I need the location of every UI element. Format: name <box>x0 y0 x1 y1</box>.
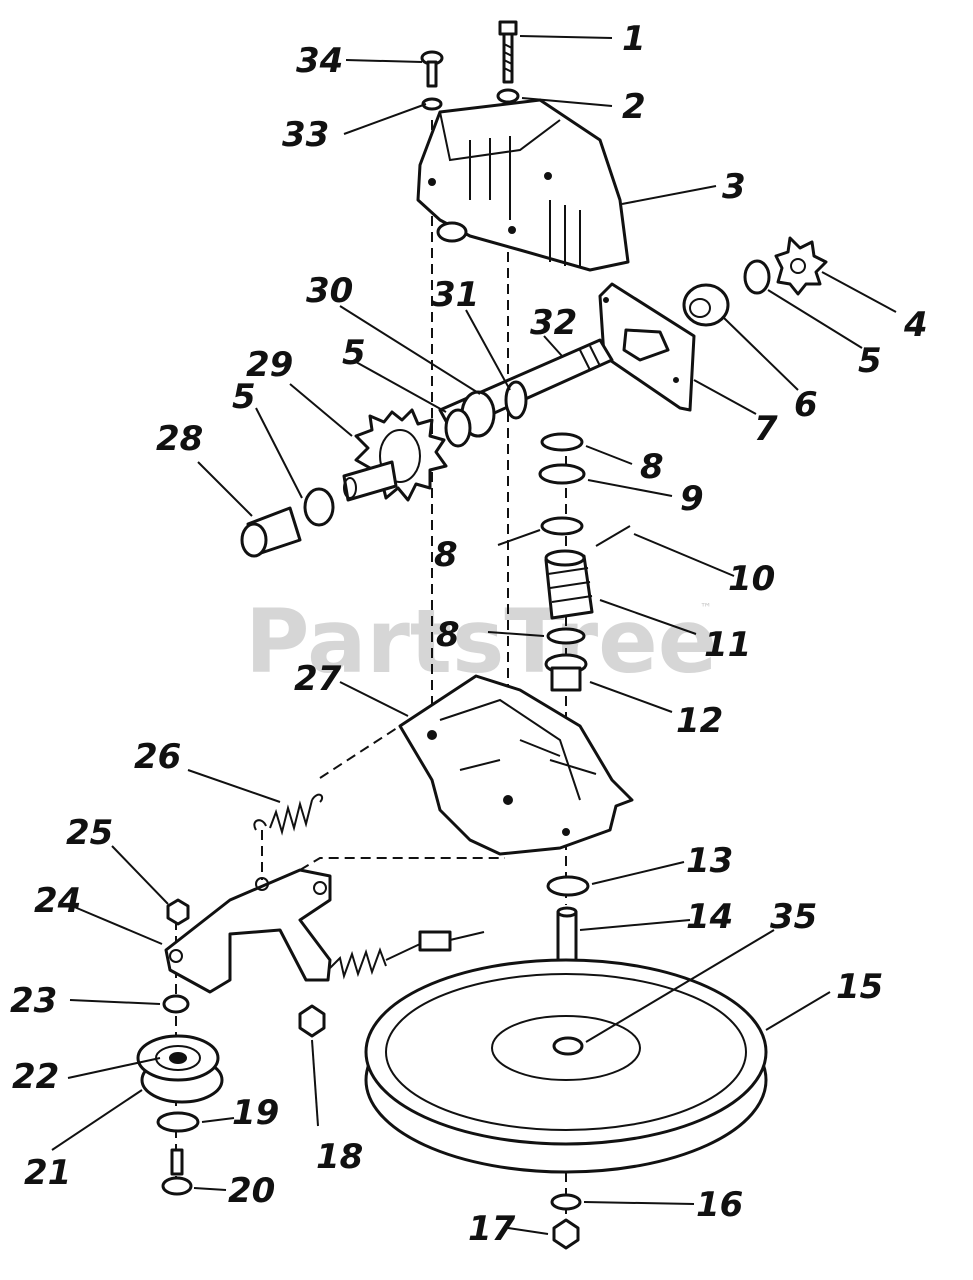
callout-29: 29 <box>246 345 293 385</box>
callout-8-bottom: 8 <box>436 615 460 655</box>
washer-part-2 <box>496 88 520 104</box>
hub-shaft <box>342 460 398 502</box>
upper-housing-part-3 <box>416 98 630 272</box>
washer-part-8-top <box>540 432 584 452</box>
leader-lines <box>51 35 897 1235</box>
callout-31: 31 <box>432 275 479 315</box>
washer-part-5-middle <box>444 408 472 448</box>
callout-17: 17 <box>468 1209 516 1249</box>
cable-spring <box>329 930 485 980</box>
bushing-part-28 <box>240 506 302 558</box>
lower-housing-part-27 <box>398 674 634 856</box>
callout-35: 35 <box>770 897 817 937</box>
worm-gear-part-11 <box>544 549 594 620</box>
washer-part-33 <box>421 97 443 111</box>
callout-10: 10 <box>728 559 775 599</box>
lock-washer-part-9 <box>538 463 586 485</box>
bearing-part-13 <box>546 875 590 897</box>
callout-6: 6 <box>794 385 818 425</box>
callout-labels: 1 2 3 4 5 6 7 8 9 8 10 11 8 12 13 14 35 … <box>10 19 928 1249</box>
callout-1: 1 <box>622 19 646 59</box>
watermark: PartsTree <box>245 590 717 693</box>
callout-27: 27 <box>294 659 342 699</box>
shoulder-bolt-part-20 <box>161 1148 193 1196</box>
watermark-trademark: ™ <box>700 601 712 615</box>
callout-8-middle: 8 <box>434 535 458 575</box>
callout-4: 4 <box>903 305 928 345</box>
idler-arm-part-24 <box>164 868 332 994</box>
callout-33: 33 <box>282 115 329 155</box>
callout-18: 18 <box>316 1137 363 1177</box>
callout-9: 9 <box>680 479 704 519</box>
callout-13: 13 <box>686 841 733 881</box>
pin-part-10 <box>595 525 631 547</box>
sprocket-part-4 <box>774 236 828 296</box>
callout-2: 2 <box>622 87 646 127</box>
callout-8-top: 8 <box>640 447 664 487</box>
callout-24: 24 <box>34 881 81 921</box>
callout-23: 23 <box>10 981 57 1021</box>
nut-part-25 <box>166 898 190 926</box>
callout-19: 19 <box>232 1093 279 1133</box>
bearing-part-12 <box>544 653 588 692</box>
ring-part-31 <box>504 380 528 420</box>
callout-32: 32 <box>530 303 577 343</box>
callout-21: 21 <box>24 1153 71 1193</box>
callout-14: 14 <box>686 897 733 937</box>
bushing-part-6 <box>682 283 730 327</box>
callout-15: 15 <box>836 967 883 1007</box>
callout-34: 34 <box>296 41 343 81</box>
nut-part-17 <box>552 1218 580 1250</box>
callout-20: 20 <box>228 1171 275 1211</box>
washer-part-19 <box>156 1111 200 1133</box>
washer-part-8-bottom <box>546 627 586 645</box>
plate-part-7 <box>598 282 696 412</box>
washer-part-16 <box>550 1193 582 1211</box>
nut-part-18 <box>298 1004 326 1038</box>
callout-28: 28 <box>156 419 203 459</box>
callout-16: 16 <box>696 1185 743 1225</box>
callout-7: 7 <box>754 409 778 449</box>
callout-5-middle: 5 <box>342 333 366 373</box>
washer-part-23 <box>162 994 190 1014</box>
washer-part-5-right <box>743 259 771 295</box>
callout-22: 22 <box>12 1057 59 1097</box>
callout-5-right: 5 <box>858 341 882 381</box>
callout-12: 12 <box>676 701 723 741</box>
callout-25: 25 <box>66 813 113 853</box>
drive-pulley-part-15 <box>364 958 768 1174</box>
callout-3: 3 <box>722 167 746 207</box>
washer-part-5-left <box>303 487 335 527</box>
bolt-part-1 <box>498 20 518 84</box>
screw-part-34 <box>420 50 444 88</box>
washer-part-8-middle <box>540 516 584 536</box>
callout-11: 11 <box>704 625 751 665</box>
callout-5-left: 5 <box>232 377 256 417</box>
spring-part-26 <box>253 793 324 836</box>
callout-26: 26 <box>134 737 181 777</box>
callout-30: 30 <box>306 271 353 311</box>
collar-part-35 <box>552 1036 584 1056</box>
